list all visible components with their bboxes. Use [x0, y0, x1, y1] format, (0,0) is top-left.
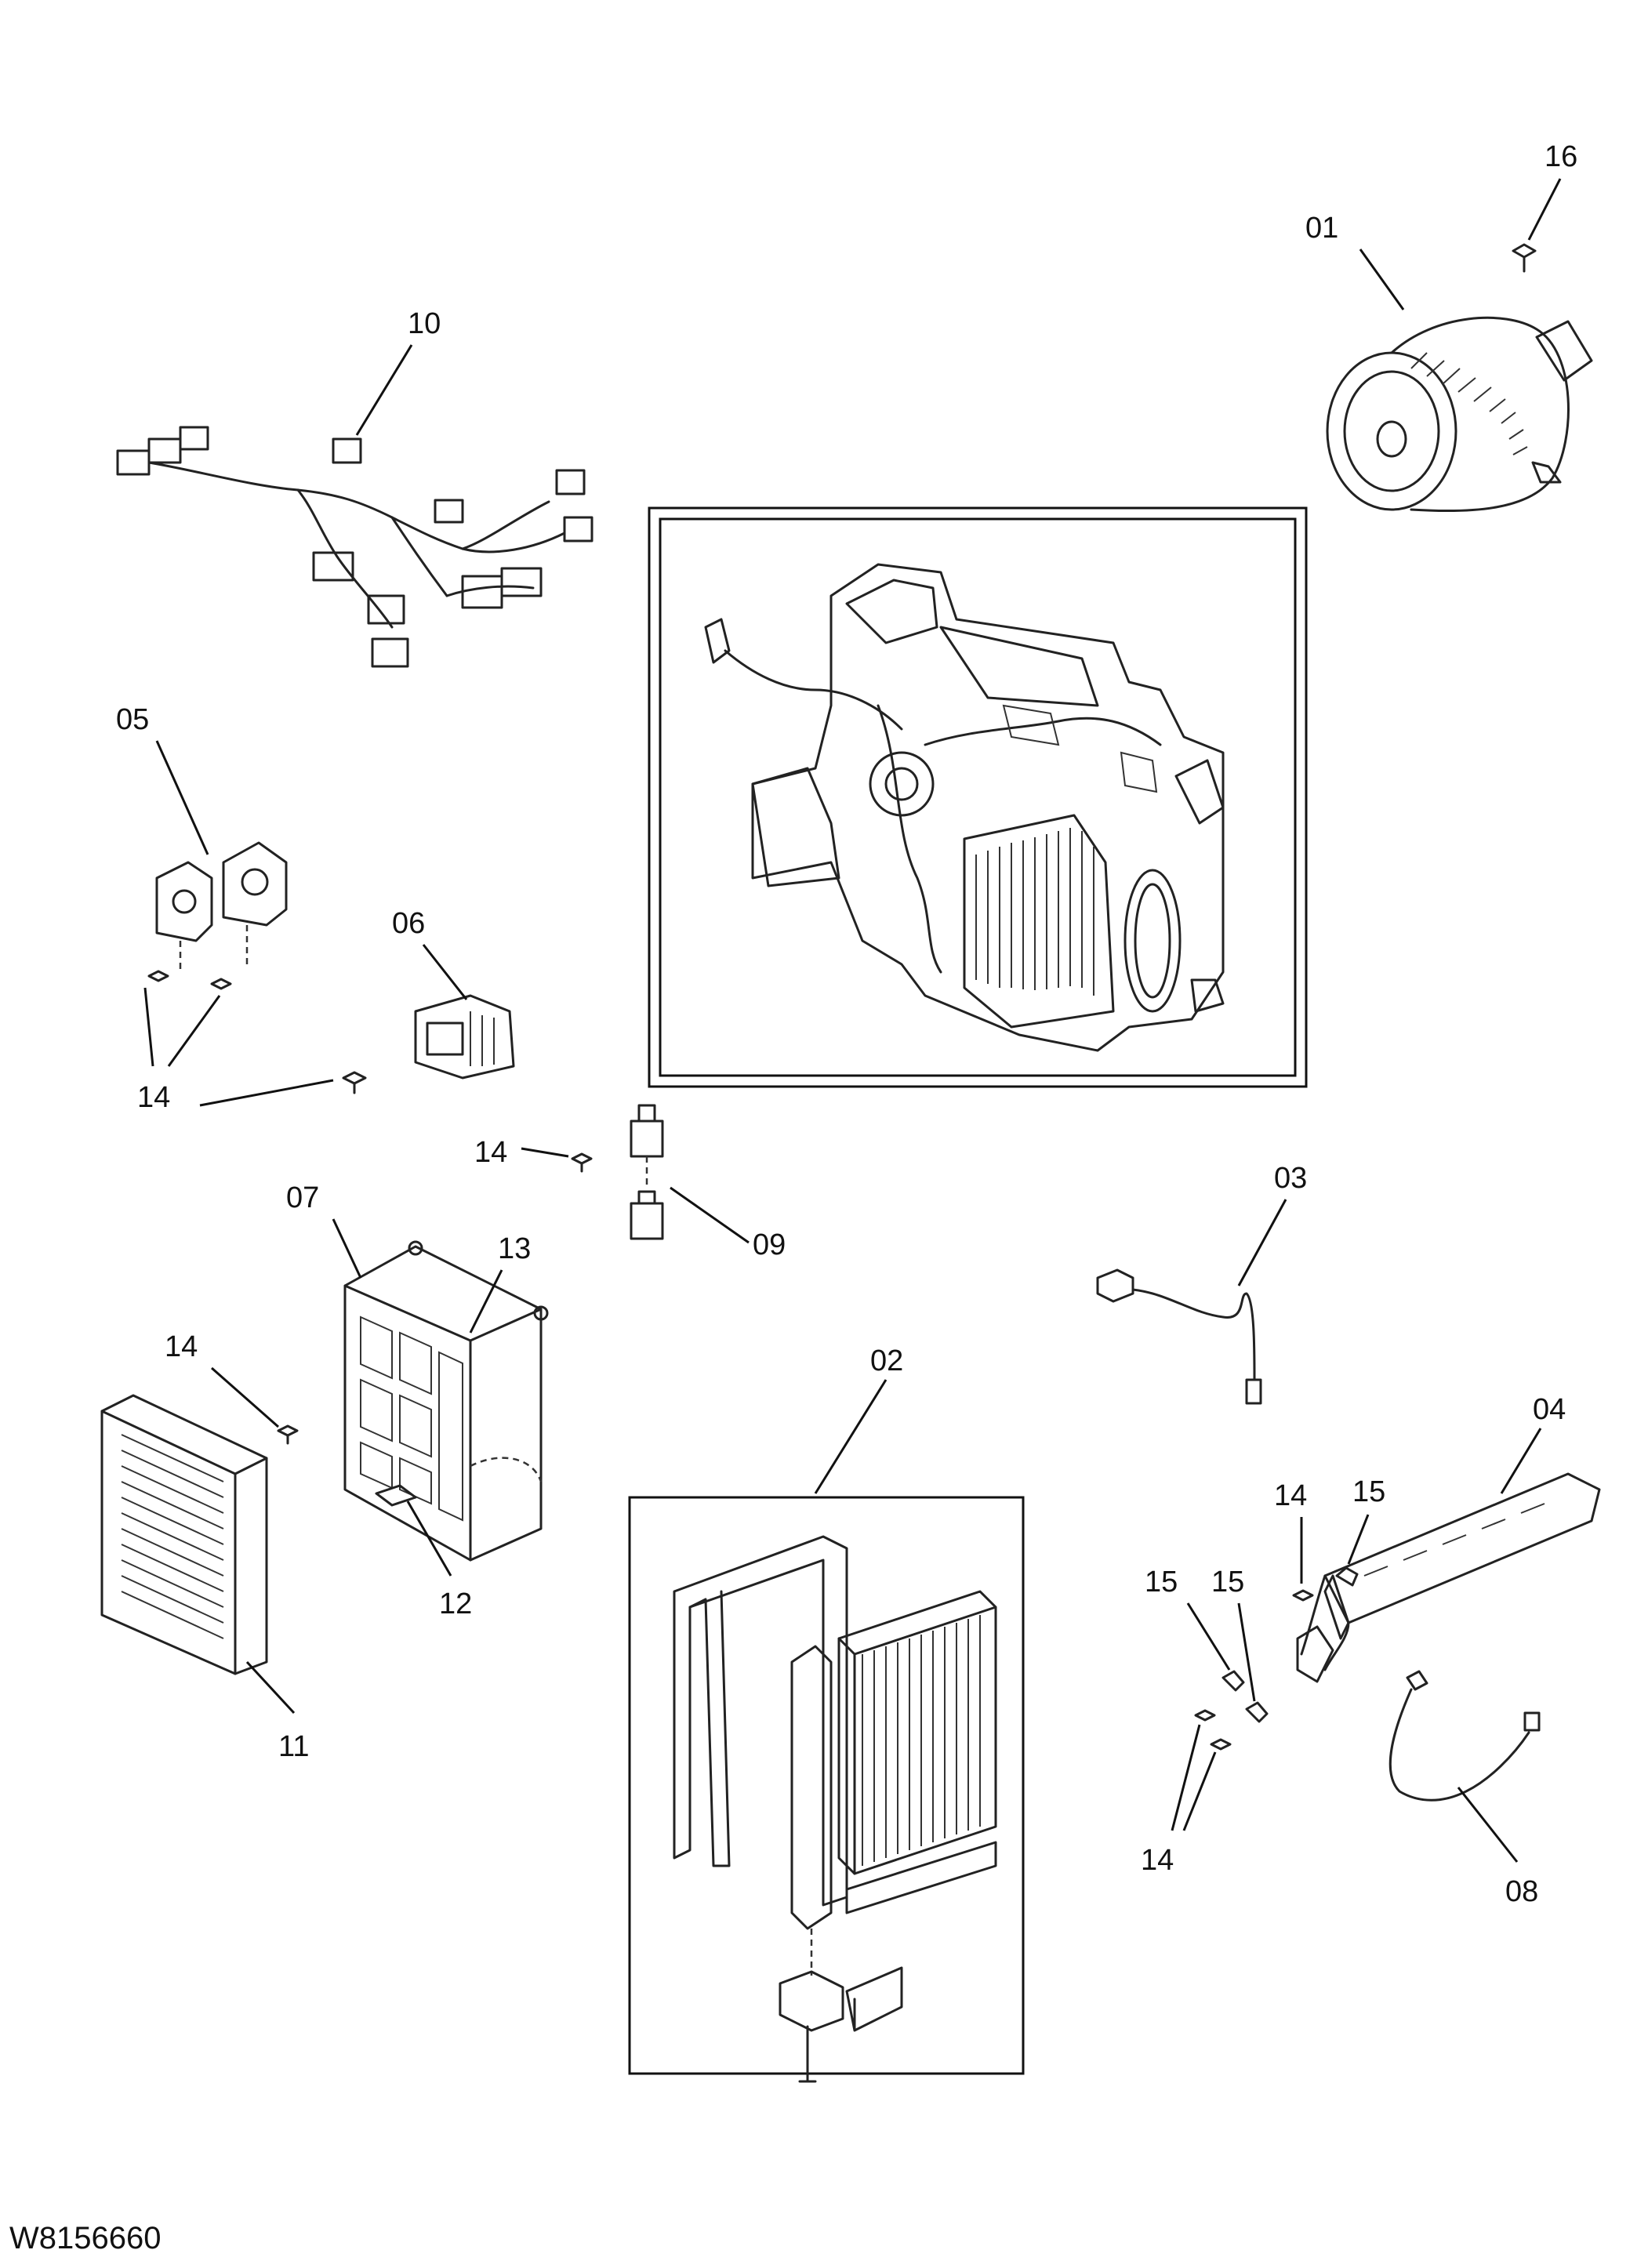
callout-09: 09 [753, 1228, 786, 1261]
callout-10: 10 [408, 307, 441, 340]
callout-04: 04 [1533, 1393, 1566, 1426]
callout-05: 05 [116, 703, 149, 736]
part-14-screw-09 [571, 1152, 593, 1173]
heater-unit-assembly [704, 563, 1225, 1052]
part-02-evaporator-frame [628, 1496, 1025, 2075]
part-09-sensor [630, 1104, 664, 1240]
callout-12: 12 [439, 1588, 472, 1620]
callout-15c: 15 [1211, 1566, 1244, 1598]
heater-unit-assembly-frame [648, 506, 1308, 1088]
part-11-air-filter [100, 1394, 268, 1675]
part-15-clamp-upper [1335, 1566, 1359, 1587]
callout-15a: 15 [1352, 1475, 1385, 1508]
part-07-filter-case [343, 1240, 549, 1562]
part-14-screw-04 [1292, 1589, 1314, 1602]
callout-14c: 14 [165, 1330, 198, 1363]
part-02-evaporator [673, 1535, 997, 2083]
callout-11: 11 [278, 1730, 309, 1763]
callout-16: 16 [1545, 140, 1577, 173]
part-10-wiring-harness [116, 426, 593, 668]
part-14-screw-pair-05 [147, 970, 232, 990]
callout-01: 01 [1305, 212, 1338, 245]
part-15-clamp-lower [1221, 1670, 1269, 1723]
part-14-screw-pair-04 [1194, 1709, 1232, 1751]
callout-14b: 14 [474, 1136, 507, 1169]
diagram-reference-code: W8156660 [9, 2221, 161, 2255]
callout-02: 02 [870, 1344, 903, 1377]
callout-14a: 14 [137, 1081, 170, 1114]
callout-13: 13 [498, 1232, 531, 1265]
part-12-clip [375, 1484, 417, 1507]
callout-06: 06 [392, 907, 425, 940]
callout-15b: 15 [1145, 1566, 1178, 1598]
part-05-actuator [155, 841, 288, 972]
part-14-screw-07 [277, 1424, 299, 1445]
part-04-heater-core [1296, 1472, 1601, 1683]
part-01-blower-motor [1326, 316, 1593, 513]
part-08-sensor-lead [1388, 1670, 1541, 1802]
callout-03: 03 [1274, 1162, 1307, 1195]
part-16-screw [1512, 243, 1537, 273]
callout-07: 07 [286, 1181, 319, 1214]
callout-08: 08 [1505, 1875, 1538, 1908]
part-06-blower-resistor [414, 994, 515, 1080]
callout-14e: 14 [1141, 1844, 1174, 1877]
part-03-temperature-sensor [1096, 1268, 1262, 1405]
part-14-screw-06 [342, 1071, 367, 1094]
callout-14d: 14 [1274, 1479, 1307, 1512]
